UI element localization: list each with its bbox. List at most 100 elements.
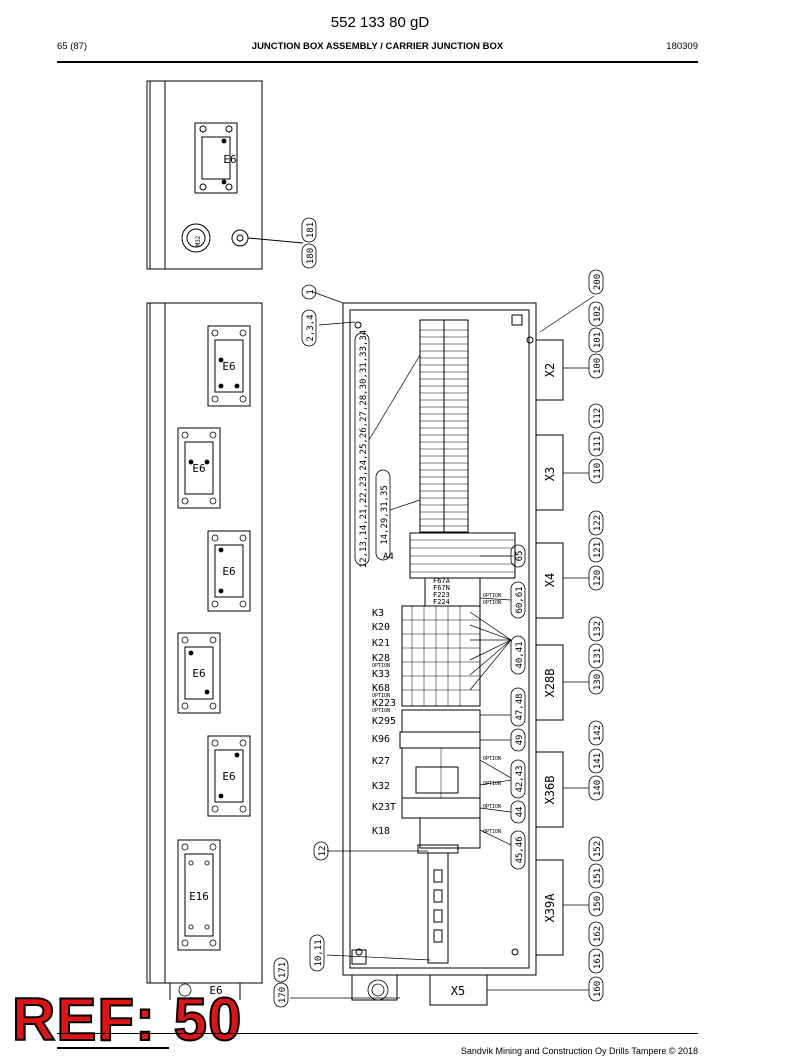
label-k32: K32: [372, 781, 390, 792]
relay-bank: [401, 605, 481, 707]
callout-49: 49: [515, 735, 525, 746]
header-row: 65 (87) JUNCTION BOX ASSEMBLY / CARRIER …: [57, 41, 698, 55]
callout-47-48: 47,48: [515, 693, 525, 720]
label-f224: F224: [433, 598, 450, 606]
label-f67a: F67A: [433, 577, 451, 585]
label-x28b: X28B: [543, 669, 557, 698]
label-x39a: X39A: [543, 893, 557, 923]
document-date: 180309: [666, 41, 698, 52]
callout-2-3-4: 2,3,4: [306, 314, 316, 341]
gland-m32: [181, 223, 211, 253]
label-k295: K295: [372, 716, 396, 727]
option-label-k23t: OPTION: [483, 804, 501, 810]
label-cover-e6-5: E6: [222, 770, 235, 783]
callout-102: 102: [593, 306, 603, 322]
label-k21: K21: [372, 638, 390, 649]
callout-181: 181: [306, 222, 316, 238]
callout-120: 120: [593, 570, 603, 586]
callout-150: 150: [593, 896, 603, 912]
option-label-k18: OPTION: [483, 829, 501, 835]
callout-141: 141: [593, 753, 603, 769]
label-k23t: K23T: [372, 802, 396, 813]
callout-151: 151: [593, 868, 603, 884]
callout-160: 160: [593, 981, 603, 997]
label-cover-e6-2: E6: [192, 462, 205, 475]
label-k96: K96: [372, 734, 390, 745]
callout-130: 130: [593, 674, 603, 690]
document-number: 552 133 80 gD: [330, 14, 430, 31]
callout-111: 111: [593, 436, 603, 452]
callout-12-34: 12,13,14,21,22,23,24,25,26,27,28,30,31,3…: [359, 330, 369, 568]
label-k223: K223: [372, 698, 396, 709]
callout-45-46: 45,46: [515, 836, 525, 863]
label-cover-e6-1: E6: [222, 360, 235, 373]
callout-112: 112: [593, 408, 603, 424]
callout-122: 122: [593, 515, 603, 531]
label-k18: K18: [372, 826, 390, 837]
option-label-f224: OPTION: [483, 600, 501, 606]
label-k20: K20: [372, 622, 390, 633]
header-divider: [57, 61, 698, 63]
callout-180: 180: [306, 248, 316, 264]
cover-panel-outline: [146, 302, 263, 984]
callout-200: 200: [593, 274, 603, 290]
callout-152: 152: [593, 841, 603, 857]
page-indicator: 65 (87): [57, 41, 88, 52]
callout-101: 101: [593, 332, 603, 348]
label-cover-bottom-e6: E6: [209, 984, 222, 997]
label-cover-e6-4: E6: [192, 667, 205, 680]
option-label-k68: OPTION: [372, 693, 390, 699]
label-f223: F223: [433, 591, 450, 599]
callout-40-41: 40,41: [515, 641, 525, 668]
option-label-k28: OPTION: [372, 663, 390, 669]
ref-stamp: REF: 50: [11, 986, 243, 1053]
label-k27: K27: [372, 756, 390, 767]
label-top-e6: E6: [223, 153, 236, 166]
callout-44: 44: [515, 807, 525, 818]
callout-131: 131: [593, 648, 603, 664]
top-panel-outline: [146, 80, 263, 270]
callout-121: 121: [593, 542, 603, 558]
footer-copyright: Sandvik Mining and Construction Oy Drill…: [460, 1046, 698, 1056]
top-connector-e6: [194, 122, 238, 194]
callout-142: 142: [593, 725, 603, 741]
label-x5: X5: [451, 984, 465, 998]
small-gland: [231, 229, 249, 247]
callout-161: 161: [593, 953, 603, 969]
label-k3: K3: [372, 608, 384, 619]
footer-divider: [57, 1033, 698, 1034]
label-x3: X3: [543, 467, 557, 481]
callout-171: 171: [278, 962, 288, 978]
option-label-f223: OPTION: [483, 593, 501, 599]
label-x36b: X36B: [543, 776, 557, 805]
callout-65: 65: [515, 551, 525, 562]
label-x4: X4: [543, 573, 557, 587]
callout-132: 132: [593, 621, 603, 637]
din-rail: [427, 852, 449, 964]
label-x2: X2: [543, 363, 557, 377]
option-label-k27: OPTION: [483, 756, 501, 762]
callout-1: 1: [306, 289, 316, 294]
label-k28: K28: [372, 653, 390, 664]
label-gland-m32: M32: [195, 235, 202, 246]
option-label-k32: OPTION: [483, 781, 501, 787]
callout-162: 162: [593, 926, 603, 942]
callout-60-61: 60,61: [515, 586, 525, 613]
callout-14-35: 14,29,31,35: [380, 485, 390, 545]
option-label-k223: OPTION: [372, 708, 390, 714]
callout-12: 12: [318, 846, 328, 857]
footer-logo: [57, 1047, 169, 1059]
label-cover-e16: E16: [189, 890, 209, 903]
callout-42-43: 42,43: [515, 765, 525, 792]
page-title: JUNCTION BOX ASSEMBLY / CARRIER JUNCTION…: [251, 41, 504, 52]
label-f67n: F67N: [433, 584, 450, 592]
label-k68: K68: [372, 683, 390, 694]
callout-10-11: 10,11: [314, 939, 324, 966]
callout-100: 100: [593, 358, 603, 374]
label-k33: K33: [372, 669, 390, 680]
callout-140: 140: [593, 780, 603, 796]
label-cover-e6-3: E6: [222, 565, 235, 578]
callout-110: 110: [593, 463, 603, 479]
callout-170: 170: [278, 987, 288, 1003]
